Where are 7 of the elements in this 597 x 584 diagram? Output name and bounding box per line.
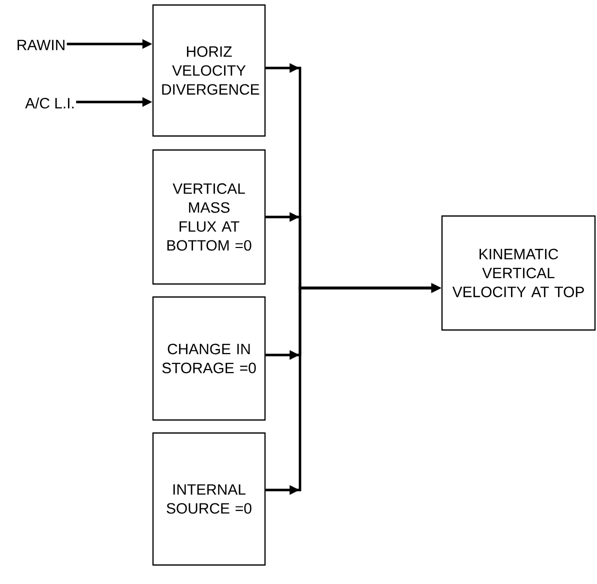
input-label: A/C L.I. [25,98,74,108]
process-box: KINEMATIC VERTICAL VELOCITY AT TOP [441,215,596,331]
process-box: VERTICAL MASS FLUX AT BOTTOM =0 [152,149,266,285]
process-box: CHANGE IN STORAGE =0 [152,296,266,421]
process-box: HORIZ VELOCITY DIVERGENCE [152,4,266,137]
input-label: RAWIN [18,40,64,50]
process-box: INTERNAL SOURCE =0 [152,432,266,566]
